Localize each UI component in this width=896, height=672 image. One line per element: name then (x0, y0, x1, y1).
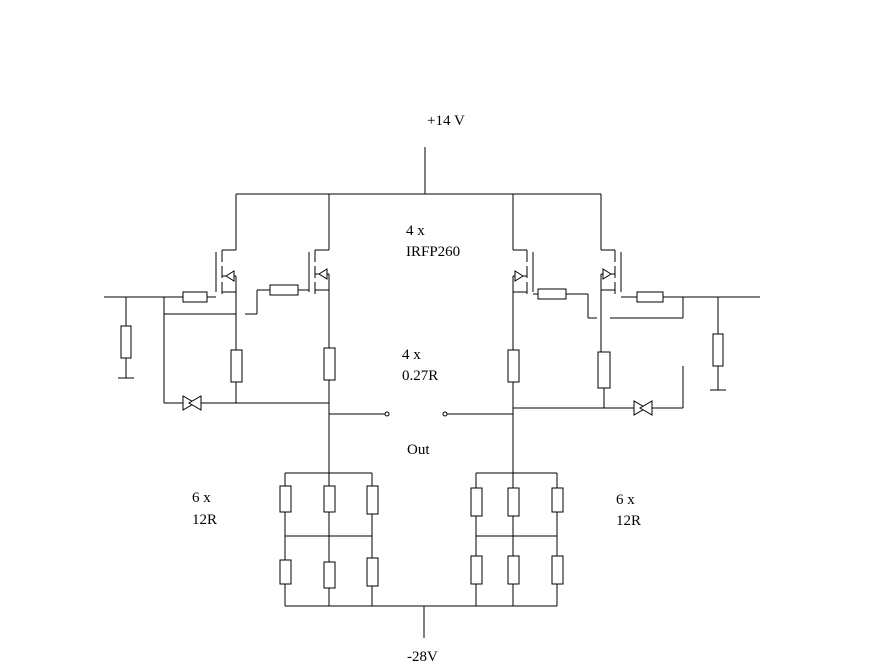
left-gate-network (104, 284, 329, 411)
source-resistors (230, 347, 611, 473)
negative-supply-label: -28V (407, 649, 438, 665)
mosfet-q1 (215, 249, 237, 350)
output-label: Out (407, 442, 430, 458)
left-bank-count-label: 6 x (192, 490, 211, 506)
mosfet-q3 (512, 249, 534, 350)
right-resistor-bank (470, 472, 564, 606)
source-resistor-value-label: 0.27R (402, 368, 438, 384)
left-bank-value-label: 12R (192, 512, 217, 528)
mosfet-count-label: 4 x (406, 223, 425, 239)
mosfet-q2 (308, 249, 330, 348)
positive-supply-rail (235, 147, 602, 250)
mosfet-part-label: IRFP260 (406, 244, 460, 260)
right-bank-count-label: 6 x (616, 492, 635, 508)
mosfet-q4 (600, 249, 622, 352)
output-node (329, 411, 513, 417)
positive-supply-label: +14 V (427, 113, 465, 129)
negative-supply-rail (285, 605, 557, 638)
left-resistor-bank (279, 472, 379, 606)
right-bank-value-label: 12R (616, 513, 641, 529)
right-gate-network (513, 288, 760, 416)
source-resistor-count-label: 4 x (402, 347, 421, 363)
